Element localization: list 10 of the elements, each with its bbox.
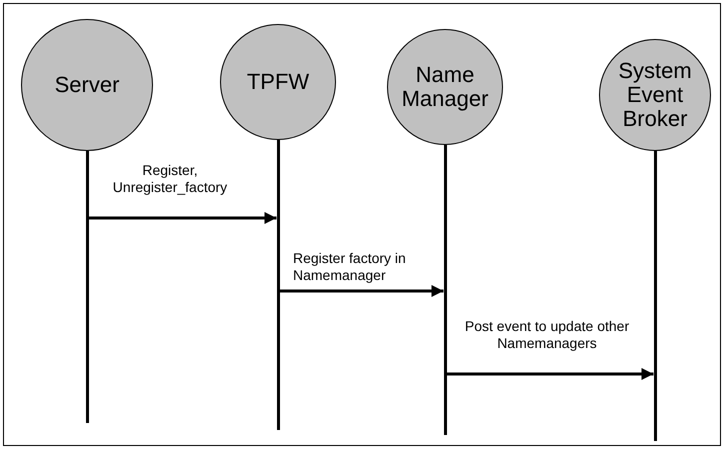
participant-label: System Event Broker [617, 59, 693, 131]
edge-label: Post event to update other Namemanagers [464, 318, 630, 352]
message-arrow [88, 212, 276, 224]
edge-label: Register, Unregister_factory [112, 162, 228, 196]
message-arrow [446, 368, 654, 380]
participant-label: Name Manager [400, 63, 490, 111]
participant-label: TPFW [246, 70, 310, 94]
edge-label: Register factory in Namemanager [293, 250, 407, 284]
participant-label: Server [54, 73, 120, 97]
message-arrow [280, 285, 444, 297]
